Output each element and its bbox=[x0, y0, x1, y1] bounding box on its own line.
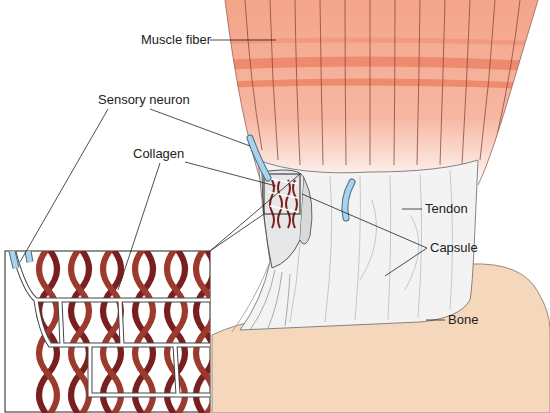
sensory-neuron-fiber bbox=[12, 251, 16, 268]
leader-line bbox=[20, 109, 108, 262]
collagen-braid bbox=[103, 251, 121, 413]
leader-line bbox=[210, 40, 276, 41]
leader-line bbox=[118, 163, 160, 290]
leader-line bbox=[150, 109, 250, 146]
part-label: Muscle fiber bbox=[141, 32, 211, 48]
collagen-braid bbox=[135, 251, 153, 413]
muscle-band bbox=[220, 56, 550, 72]
collagen-braid bbox=[196, 251, 210, 413]
capsule-collagen bbox=[270, 180, 297, 228]
part-label: Capsule bbox=[430, 240, 478, 256]
inset-content bbox=[12, 251, 210, 413]
muscle-fill bbox=[220, 0, 550, 190]
leader-line bbox=[185, 162, 276, 186]
capsule-shape bbox=[262, 170, 304, 268]
leader-lines bbox=[20, 40, 445, 320]
leader-line bbox=[385, 248, 427, 276]
sensory-neuron-fiber bbox=[28, 251, 30, 262]
capsule-nerve-branches bbox=[266, 178, 298, 212]
nerve-ending bbox=[14, 252, 210, 395]
part-label: Sensory neuron bbox=[98, 92, 190, 108]
zoom-line bbox=[210, 214, 264, 251]
tendon-shape bbox=[240, 160, 478, 330]
muscle-band bbox=[220, 37, 550, 46]
capsule-shape bbox=[300, 178, 312, 244]
muscle-fiber-lines bbox=[245, 0, 520, 165]
part-label: Collagen bbox=[133, 146, 184, 162]
part-label: Bone bbox=[448, 312, 478, 328]
tendon-insertion bbox=[232, 262, 290, 332]
sensory-neuron-fiber bbox=[28, 251, 30, 262]
zoom-line bbox=[210, 174, 300, 251]
tendon-fibers bbox=[290, 170, 453, 322]
part-label: Tendon bbox=[425, 201, 468, 217]
leader-line bbox=[302, 194, 427, 248]
collagen-braid bbox=[71, 251, 89, 413]
sensory-neuron-fiber bbox=[12, 251, 16, 268]
nerve-ending bbox=[14, 252, 210, 395]
leader-line bbox=[402, 209, 422, 210]
sensory-neuron-fiber bbox=[250, 138, 268, 178]
leader-line bbox=[426, 320, 445, 321]
muscle-belly bbox=[220, 0, 550, 190]
muscle-outline bbox=[225, 0, 538, 185]
muscle-band bbox=[220, 78, 550, 90]
sensory-neuron-fiber bbox=[250, 138, 268, 178]
